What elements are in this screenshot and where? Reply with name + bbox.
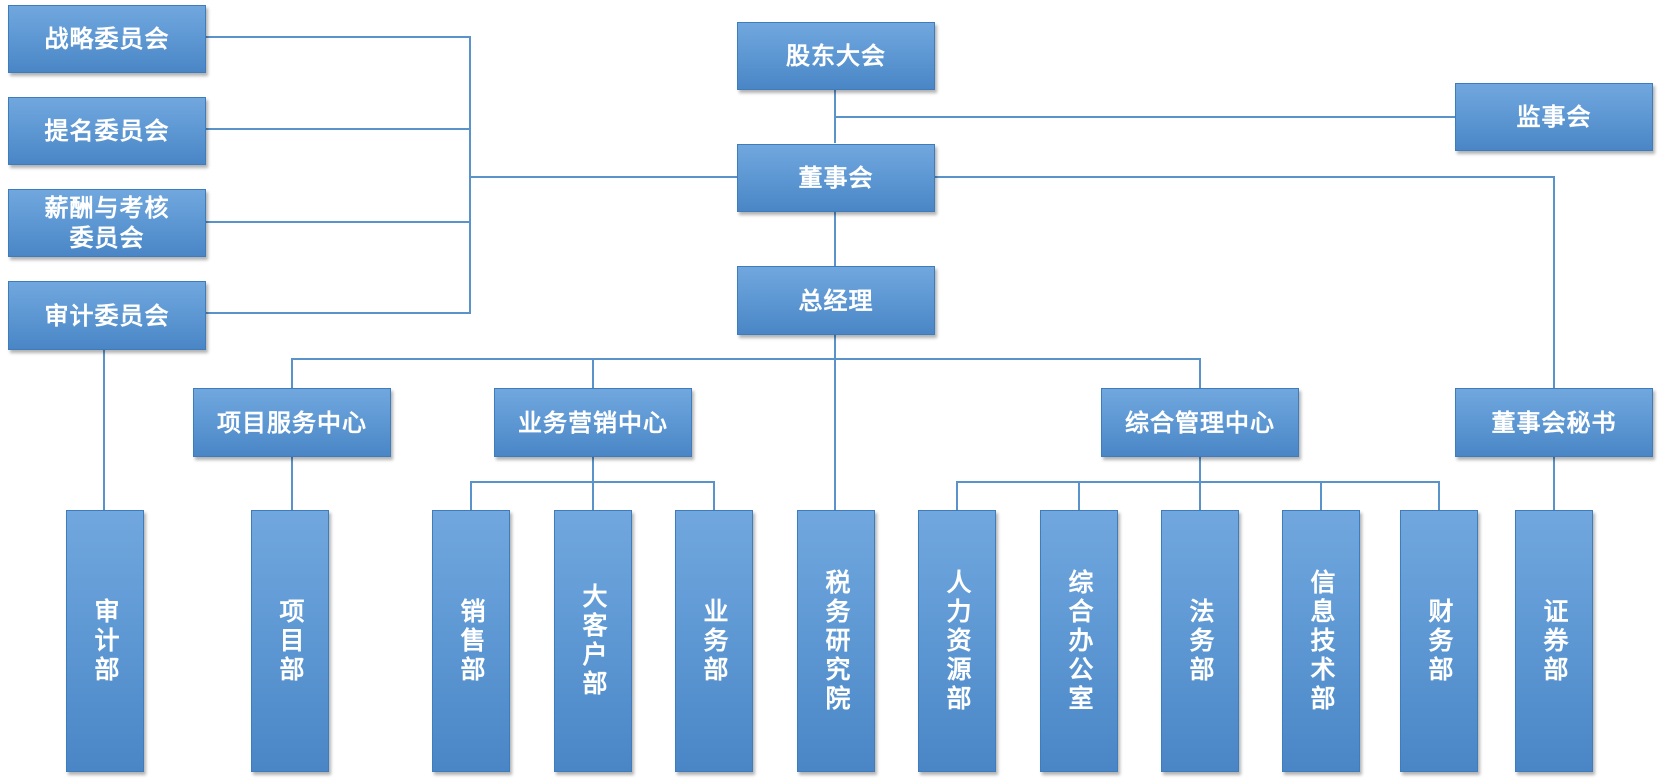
- general-office-label: 综合办公室: [1065, 568, 1094, 714]
- connector: [834, 116, 1455, 118]
- legal-dept-label: 法务部: [1186, 597, 1215, 685]
- board-secretary-box: 董事会秘书: [1455, 388, 1653, 457]
- project-dept-label: 项目部: [276, 597, 305, 685]
- supervisory-board-box: 监事会: [1455, 83, 1653, 151]
- connector: [1438, 481, 1440, 510]
- connector: [196, 312, 471, 314]
- admin-center-box: 综合管理中心: [1101, 388, 1299, 457]
- connector: [1199, 457, 1201, 510]
- board-label: 董事会: [798, 164, 874, 192]
- business-dept-label: 业务部: [700, 597, 729, 685]
- audit-committee-box: 审计委员会: [8, 281, 206, 350]
- general-manager-box: 总经理: [737, 266, 935, 335]
- marketing-center-label: 业务营销中心: [518, 408, 668, 437]
- finance-dept-box: 财务部: [1400, 510, 1478, 772]
- connector: [934, 176, 1555, 178]
- legal-dept-box: 法务部: [1161, 510, 1239, 772]
- connector: [470, 481, 715, 483]
- key-account-dept-box: 大客户部: [554, 510, 632, 772]
- strategy-committee-label: 战略委员会: [44, 25, 170, 53]
- remuneration-committee-box: 薪酬与考核 委员会: [8, 189, 206, 257]
- general-manager-label: 总经理: [798, 286, 874, 315]
- connector: [103, 350, 105, 510]
- hr-dept-box: 人力资源部: [918, 510, 996, 772]
- connector: [196, 128, 471, 130]
- business-dept-box: 业务部: [675, 510, 753, 772]
- connector: [196, 221, 471, 223]
- strategy-committee-box: 战略委员会: [8, 5, 206, 73]
- connector: [1078, 481, 1080, 510]
- connector: [1199, 358, 1201, 388]
- securities-dept-label: 证券部: [1540, 597, 1569, 685]
- board-secretary-label: 董事会秘书: [1491, 408, 1617, 437]
- nomination-committee-label: 提名委员会: [44, 117, 170, 145]
- connector: [834, 212, 836, 266]
- admin-center-label: 综合管理中心: [1125, 408, 1275, 437]
- sales-dept-box: 销售部: [432, 510, 510, 772]
- connector: [291, 358, 1201, 360]
- connector: [291, 457, 293, 510]
- connector: [1553, 176, 1555, 388]
- remuneration-committee-label-line1: 薪酬与考核: [44, 194, 170, 222]
- remuneration-committee-label-line2: 委员会: [69, 224, 145, 252]
- connector: [469, 36, 471, 314]
- connector: [196, 36, 471, 38]
- shareholders-box: 股东大会: [737, 22, 935, 90]
- shareholders-label: 股东大会: [786, 42, 886, 70]
- connector: [1553, 457, 1555, 510]
- connector: [713, 481, 715, 510]
- key-account-dept-label: 大客户部: [579, 583, 608, 699]
- audit-dept-box: 审计部: [66, 510, 144, 772]
- connector: [470, 481, 472, 510]
- audit-committee-label: 审计委员会: [44, 301, 170, 330]
- general-office-box: 综合办公室: [1040, 510, 1118, 772]
- project-service-center-label: 项目服务中心: [217, 408, 367, 437]
- audit-dept-label: 审计部: [91, 597, 120, 685]
- connector: [1320, 481, 1322, 510]
- connector: [469, 176, 737, 178]
- sales-dept-label: 销售部: [457, 597, 486, 685]
- securities-dept-box: 证券部: [1515, 510, 1593, 772]
- connector: [834, 335, 836, 510]
- project-dept-box: 项目部: [251, 510, 329, 772]
- it-dept-label: 信息技术部: [1307, 568, 1336, 714]
- tax-research-institute-label: 税务研究院: [822, 568, 851, 714]
- project-service-center-box: 项目服务中心: [193, 388, 391, 457]
- connector: [592, 358, 594, 388]
- board-box: 董事会: [737, 144, 935, 212]
- it-dept-box: 信息技术部: [1282, 510, 1360, 772]
- connector: [956, 481, 1440, 483]
- connector: [956, 481, 958, 510]
- hr-dept-label: 人力资源部: [943, 568, 972, 714]
- finance-dept-label: 财务部: [1425, 597, 1454, 685]
- connector: [291, 358, 293, 388]
- supervisory-board-label: 监事会: [1516, 103, 1592, 131]
- connector: [592, 457, 594, 510]
- marketing-center-box: 业务营销中心: [494, 388, 692, 457]
- nomination-committee-box: 提名委员会: [8, 97, 206, 165]
- tax-research-institute-box: 税务研究院: [797, 510, 875, 772]
